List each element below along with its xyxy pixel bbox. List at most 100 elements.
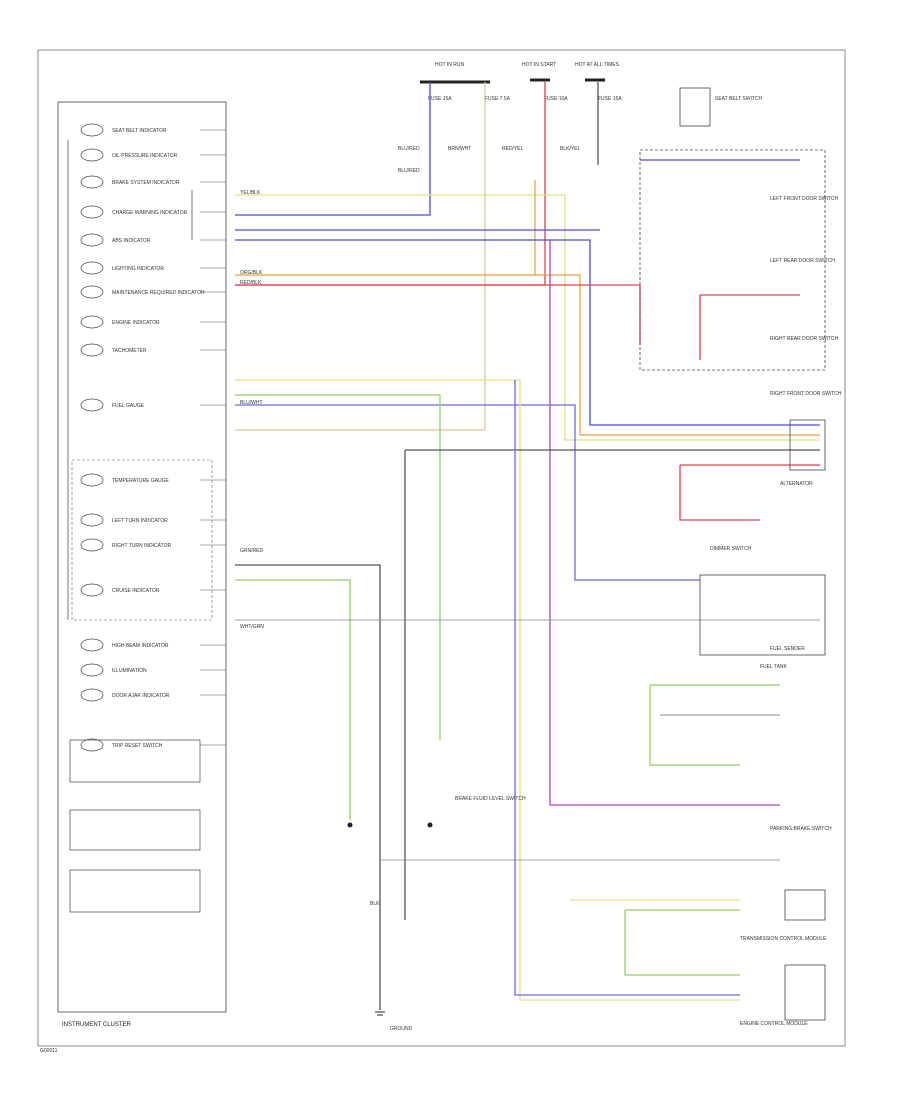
cluster-title: INSTRUMENT CLUSTER — [62, 1022, 132, 1028]
right-front-door-label: RIGHT FRONT DOOR SWITCH — [770, 391, 842, 397]
indicator-label: TACHOMETER — [112, 348, 147, 354]
dimmer-switch-label: DIMMER SWITCH — [710, 546, 752, 552]
tag-org-blk: ORG/BLK — [240, 270, 263, 276]
tag-red-yel: RED/YEL — [502, 146, 524, 152]
wire-green-4 — [649, 684, 780, 766]
left-rear-door-label: LEFT REAR DOOR SWITCH — [770, 258, 835, 264]
tcm-box — [784, 889, 826, 921]
indicator-label: MAINTENANCE REQUIRED INDICATOR — [112, 290, 205, 296]
wire-green-2 — [235, 579, 351, 820]
indicator-bulb — [80, 285, 104, 299]
fuel-sender-box — [699, 574, 826, 656]
illum-box — [69, 809, 201, 851]
fuel-tank-label: FUEL TANK — [760, 664, 788, 670]
fuse-3: FUSE 10A — [544, 96, 568, 102]
indicator-bulb — [80, 688, 104, 702]
outer-frame — [37, 49, 846, 1047]
indicator-bulb — [80, 538, 104, 552]
indicator-bulb — [80, 315, 104, 329]
footer-code: G00011 — [40, 1048, 58, 1054]
tag-blu-wht: BLU/WHT — [240, 400, 263, 406]
alternator-label: ALTERNATOR — [780, 481, 813, 487]
wire-blue-6 — [514, 380, 740, 996]
indicator-bulb — [80, 663, 104, 677]
wire-black-3 — [404, 449, 820, 920]
alternator-box — [789, 419, 826, 471]
right-rear-door-label: RIGHT REAR DOOR SWITCH — [770, 336, 839, 342]
indicator-bulb — [80, 473, 104, 487]
tag-blu-red-1: BLU/RED — [398, 146, 420, 152]
indicator-label: HIGH BEAM INDICATOR — [112, 643, 169, 649]
cluster-box — [57, 101, 227, 1013]
indicator-bulb — [80, 398, 104, 412]
indicator-bulb — [80, 638, 104, 652]
wire-purple-1 — [549, 240, 780, 806]
wire-tan-1 — [235, 82, 486, 431]
cluster-indicators: SEAT BELT INDICATOR OIL PRESSURE INDICATO… — [80, 123, 226, 752]
indicator-label: ILLUMINATION — [112, 668, 147, 674]
tag-blk-yel: BLK/YEL — [560, 146, 581, 152]
indicator-bulb — [80, 513, 104, 527]
tag-blu-red-2: BLU/RED — [398, 168, 420, 174]
fuse-label-2: HOT IN START — [522, 62, 556, 68]
tag-blk: BLK — [370, 901, 380, 907]
wire-red-4 — [699, 294, 800, 360]
indicator-bulb — [80, 205, 104, 219]
wire-tags: BLU/RED BLU/RED BRN/WHT RED/YEL BLK/YEL … — [240, 146, 581, 907]
ecm-label: ENGINE CONTROL MODULE — [740, 1021, 808, 1027]
indicator-label: CHARGE WARNING INDICATOR — [112, 210, 188, 216]
left-front-door-label: LEFT FRONT DOOR SWITCH — [770, 196, 839, 202]
indicator-label: TEMPERATURE GAUGE — [112, 478, 170, 484]
indicator-label: CRUISE INDICATOR — [112, 588, 160, 594]
right-components — [639, 87, 826, 1021]
wire-yellow-1 — [235, 194, 820, 441]
ground-symbols — [347, 822, 433, 1016]
tag-yel-blk: YEL/BLK — [240, 190, 261, 196]
indicator-label: SEAT BELT INDICATOR — [112, 128, 167, 134]
door-box — [69, 869, 201, 913]
indicator-label: DOOR AJAR INDICATOR — [112, 693, 170, 699]
indicator-bulb — [80, 583, 104, 597]
brake-fluid-label: BRAKE FLUID LEVEL SWITCH — [455, 796, 526, 802]
wire-blue-1 — [235, 82, 431, 216]
indicator-bulb — [80, 175, 104, 189]
wire-red-1 — [235, 82, 546, 286]
parking-brake-label: PARKING BRAKE SWITCH — [770, 826, 832, 832]
indicator-label: RIGHT TURN INDICATOR — [112, 543, 171, 549]
wire-red-2 — [679, 464, 820, 521]
seat-belt-switch-box — [679, 87, 711, 127]
indicator-label: ENGINE INDICATOR — [112, 320, 160, 326]
indicator-bulb — [80, 343, 104, 357]
tcm-label: TRANSMISSION CONTROL MODULE — [740, 936, 827, 942]
gauge-region — [71, 459, 213, 621]
indicator-label: ABS INDICATOR — [112, 238, 151, 244]
ecm-box — [784, 964, 826, 1021]
wire-green-3 — [624, 909, 740, 976]
fuse-label-3: HOT AT ALL TIMES — [575, 62, 620, 68]
fuse-1: FUSE 15A — [428, 96, 452, 102]
fuel-sender-label: FUEL SENDER — [770, 646, 805, 652]
indicator-label: BRAKE SYSTEM INDICATOR — [112, 180, 180, 186]
indicator-bulb — [80, 261, 104, 275]
tag-wht-grn: WHT/GRN — [240, 624, 264, 630]
indicator-bulb — [80, 738, 104, 752]
indicator-label: OIL PRESSURE INDICATOR — [112, 153, 178, 159]
indicator-label: FUEL GAUGE — [112, 403, 145, 409]
wire-blue-3 — [235, 404, 700, 581]
wire-green-1 — [235, 394, 441, 740]
component-labels: SEAT BELT SWITCH LEFT FRONT DOOR SWITCH … — [390, 96, 842, 1032]
indicator-label: LIGHTING INDICATOR — [112, 266, 164, 272]
wire-red-3 — [235, 284, 641, 345]
wire-yellow-2 — [235, 379, 740, 1001]
seat-belt-switch-label: SEAT BELT SWITCH — [715, 96, 763, 102]
door-switch-region — [639, 149, 826, 371]
indicator-bulb — [80, 123, 104, 137]
fuse-2: FUSE 7.5A — [485, 96, 511, 102]
indicator-label: LEFT TURN INDICATOR — [112, 518, 168, 524]
wire-black-2 — [235, 564, 381, 1010]
fuse-4: FUSE 15A — [598, 96, 622, 102]
tag-grn-red: GRN/RED — [240, 548, 263, 554]
indicator-bulb — [80, 148, 104, 162]
indicator-label: TRIP RESET SWITCH — [112, 743, 163, 749]
